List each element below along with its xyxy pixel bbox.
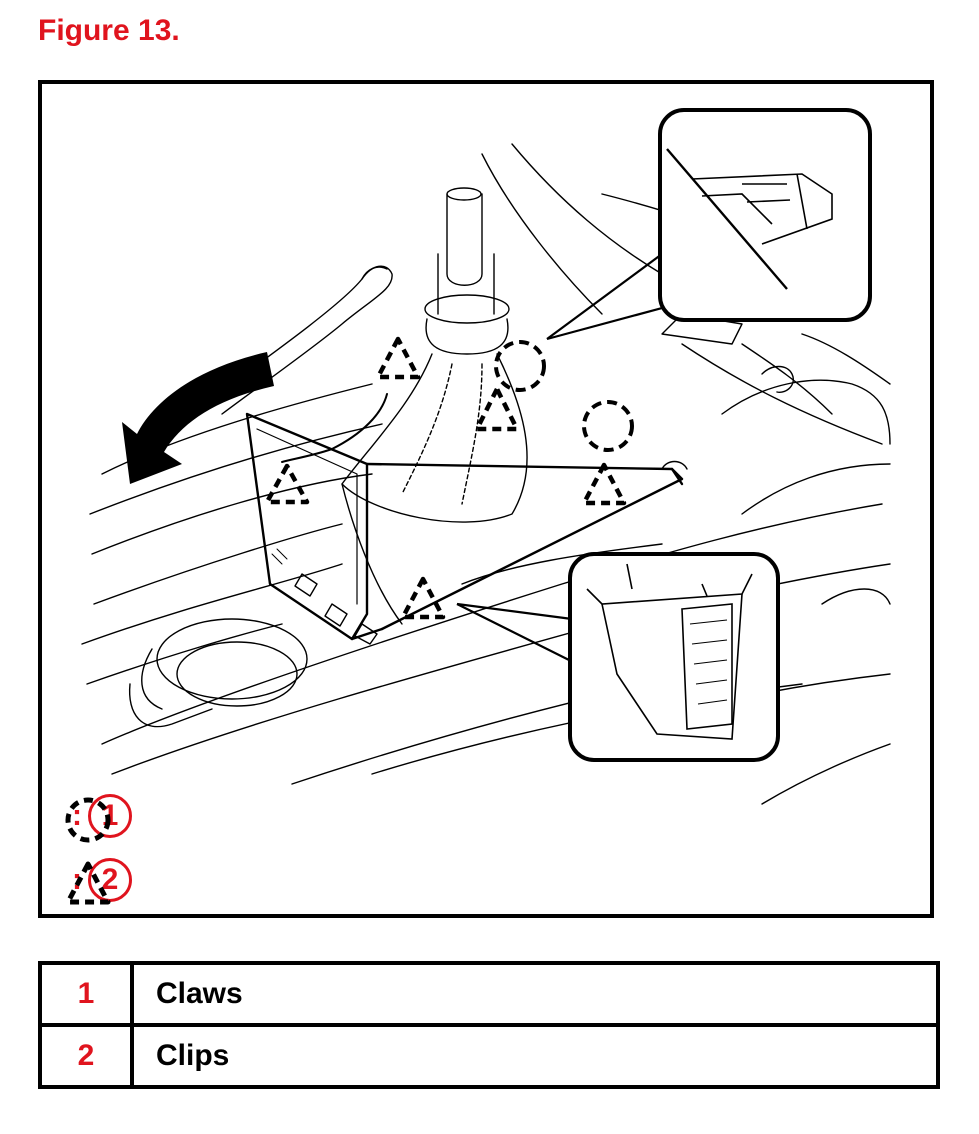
dashed-circle-icon bbox=[65, 797, 111, 843]
part-label: Clips bbox=[130, 1023, 940, 1089]
clip-marker-icon bbox=[400, 576, 446, 620]
console-line-art bbox=[81, 143, 891, 805]
diagram-frame: : 1 : 2 bbox=[38, 80, 934, 918]
console-illustration bbox=[81, 108, 891, 805]
clip-marker-icon bbox=[264, 463, 310, 505]
clip-detail-callout bbox=[568, 552, 780, 762]
dashed-triangle-icon bbox=[65, 861, 111, 905]
legend-separator: : bbox=[72, 863, 82, 896]
removal-direction-arrow-icon bbox=[122, 352, 274, 484]
table-row: 1 Claws bbox=[38, 961, 940, 1027]
callout-leaders bbox=[456, 253, 678, 665]
part-number: 2 bbox=[38, 1023, 134, 1089]
claw-marker-icon bbox=[494, 340, 546, 392]
claw-marker-icon bbox=[582, 400, 634, 452]
legend-separator: : bbox=[72, 799, 82, 832]
claw-markers bbox=[494, 340, 634, 452]
legend-item-claws: : 1 bbox=[62, 794, 132, 843]
figure-title: Figure 13. bbox=[38, 14, 180, 47]
table-row: 2 Clips bbox=[38, 1023, 940, 1089]
clip-marker-icon bbox=[474, 386, 520, 432]
parts-key-table: 1 Claws 2 Clips bbox=[38, 961, 940, 1089]
clip-marker-icon bbox=[581, 462, 627, 506]
legend-item-clips: : 2 bbox=[62, 858, 132, 905]
clip-marker-icon bbox=[375, 336, 421, 380]
claw-detail-callout bbox=[658, 108, 872, 322]
part-number: 1 bbox=[38, 961, 134, 1027]
part-label: Claws bbox=[130, 961, 940, 1027]
clip-markers bbox=[264, 336, 627, 620]
